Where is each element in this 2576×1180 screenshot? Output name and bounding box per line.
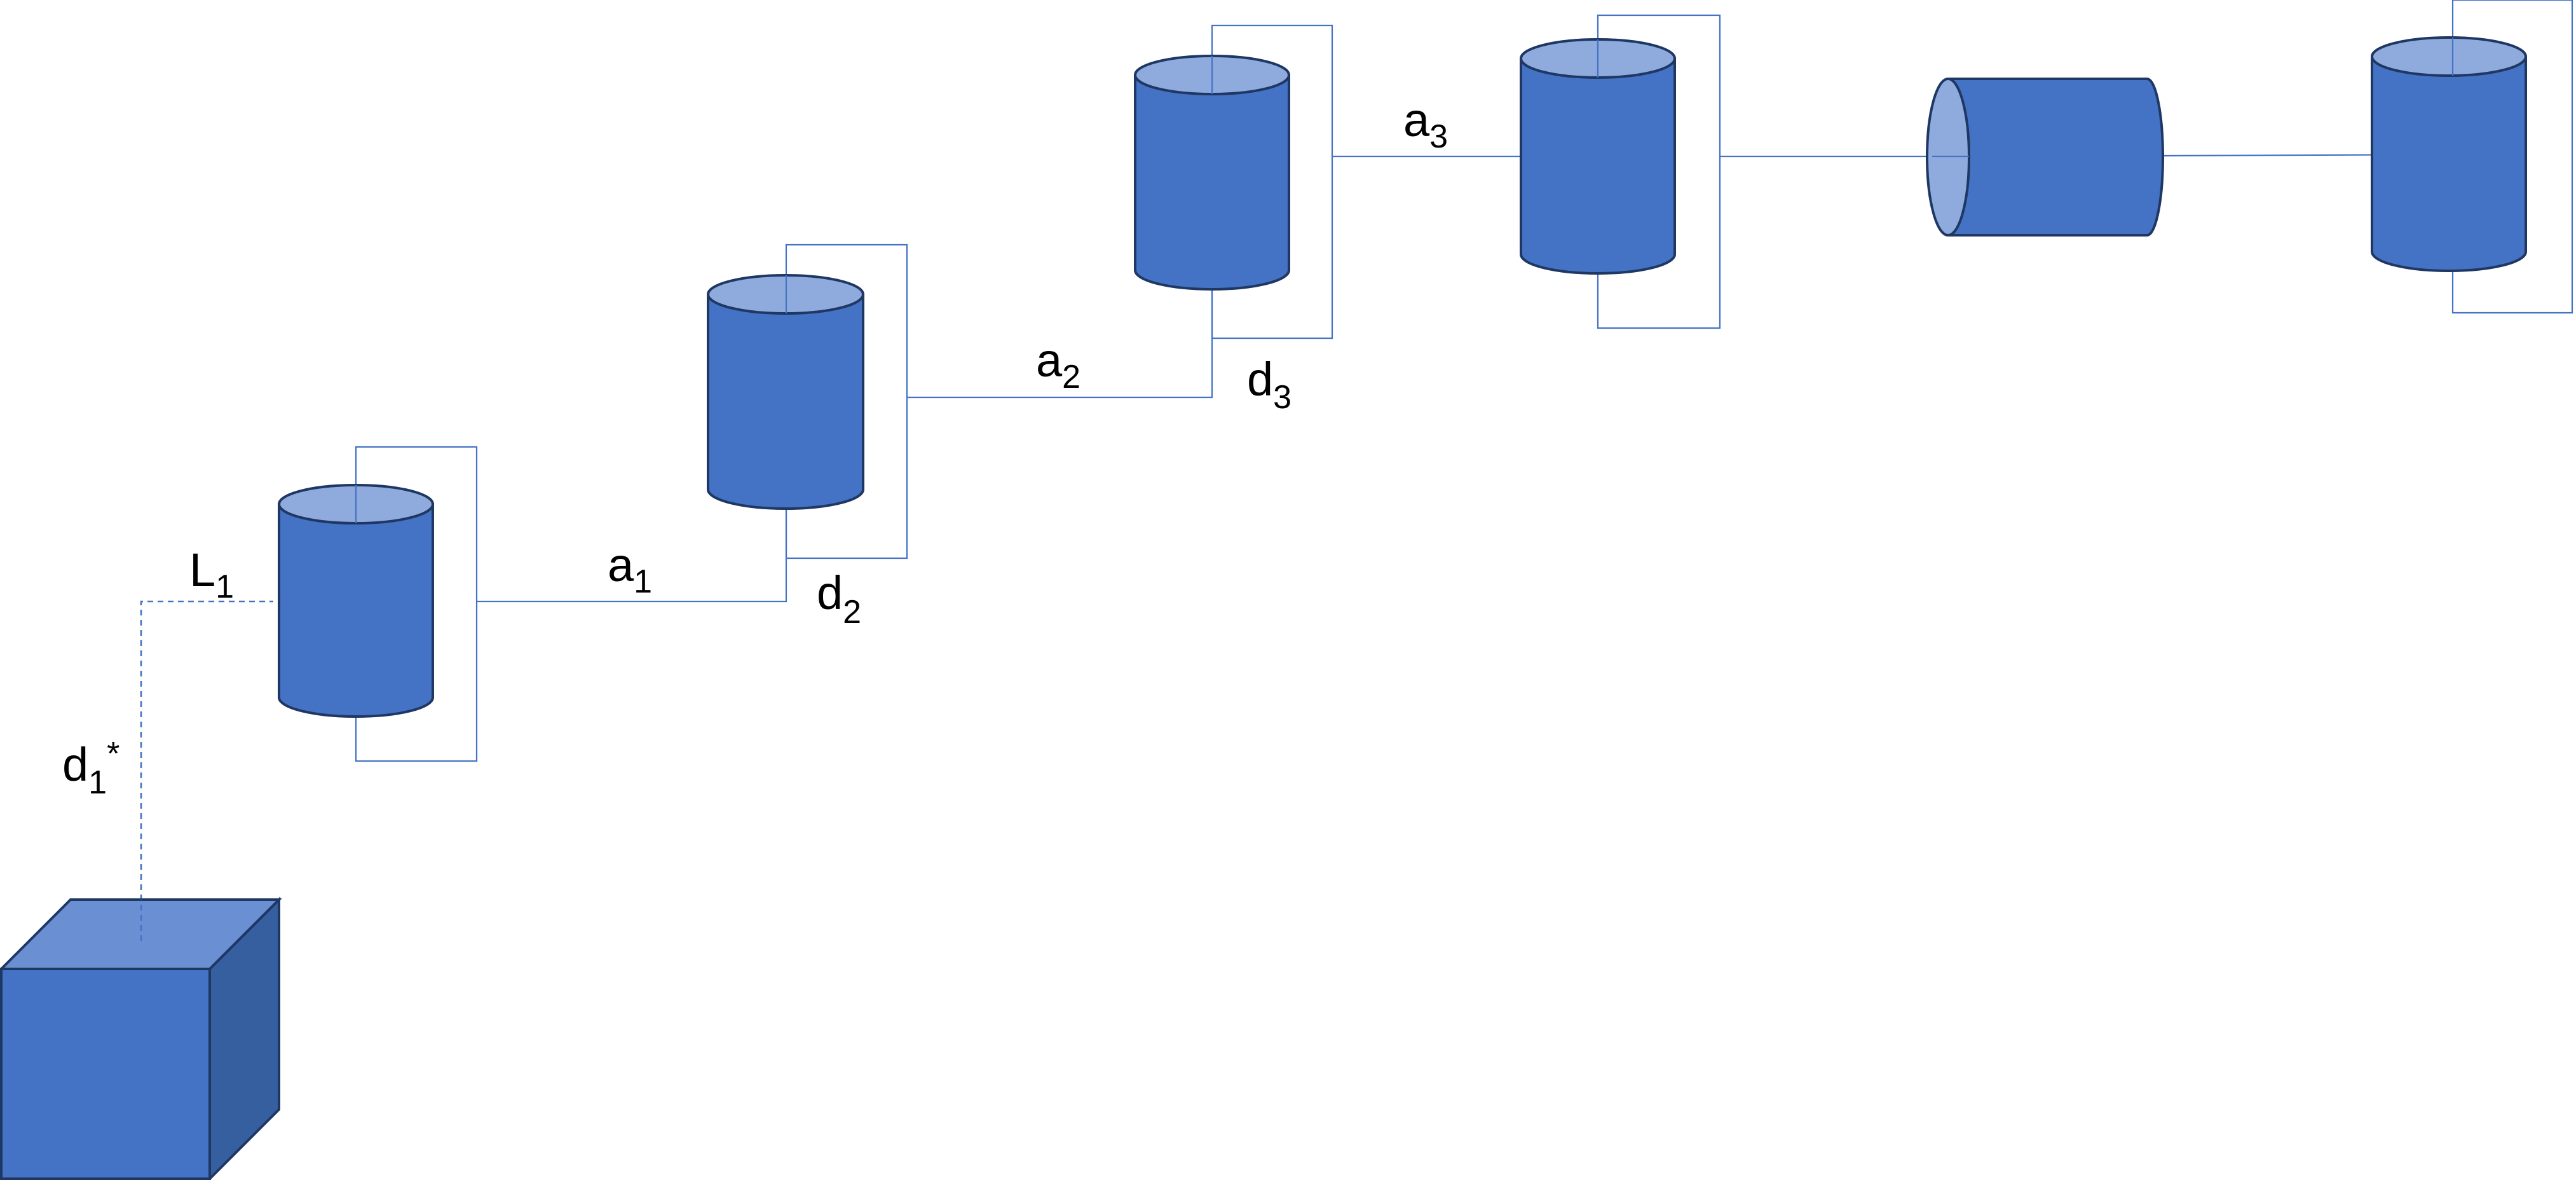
joint-3-bracket	[1211, 24, 1333, 340]
joint-6-bracket	[2451, 0, 2573, 314]
base-cube-front	[0, 968, 211, 1180]
axis-marks	[355, 38, 2454, 523]
joint-5-body	[1948, 78, 2164, 237]
joint-6-body	[2371, 57, 2527, 272]
link-lines	[140, 0, 2573, 941]
joint-2-body	[707, 294, 864, 510]
d1-dashed-link	[140, 600, 273, 941]
joint-6-top	[2371, 36, 2527, 77]
base-cube	[0, 896, 282, 1180]
label-L1: L1	[189, 544, 234, 605]
label-d1: d1*	[62, 736, 119, 801]
joint-4-bracket	[1597, 14, 1721, 329]
label-a1: a1	[608, 539, 652, 600]
labels: L1 d1* a1 d2 a2 d3 a3	[62, 93, 1448, 801]
label-d3: d3	[1247, 353, 1291, 416]
label-d2: d2	[817, 566, 861, 631]
joint-4-body	[1520, 58, 1676, 275]
joint-4-cylinder	[1520, 38, 1676, 275]
joint-1-body	[278, 504, 434, 718]
label-a2: a2	[1036, 334, 1080, 395]
joint-2-bracket	[785, 244, 908, 559]
joint-6-cylinder	[2371, 36, 2527, 272]
joint-5-horizontal-cylinder	[1926, 78, 2164, 237]
joint-1-bracket	[355, 446, 478, 762]
label-a3: a3	[1403, 93, 1448, 155]
joint-3-body	[1134, 75, 1290, 291]
